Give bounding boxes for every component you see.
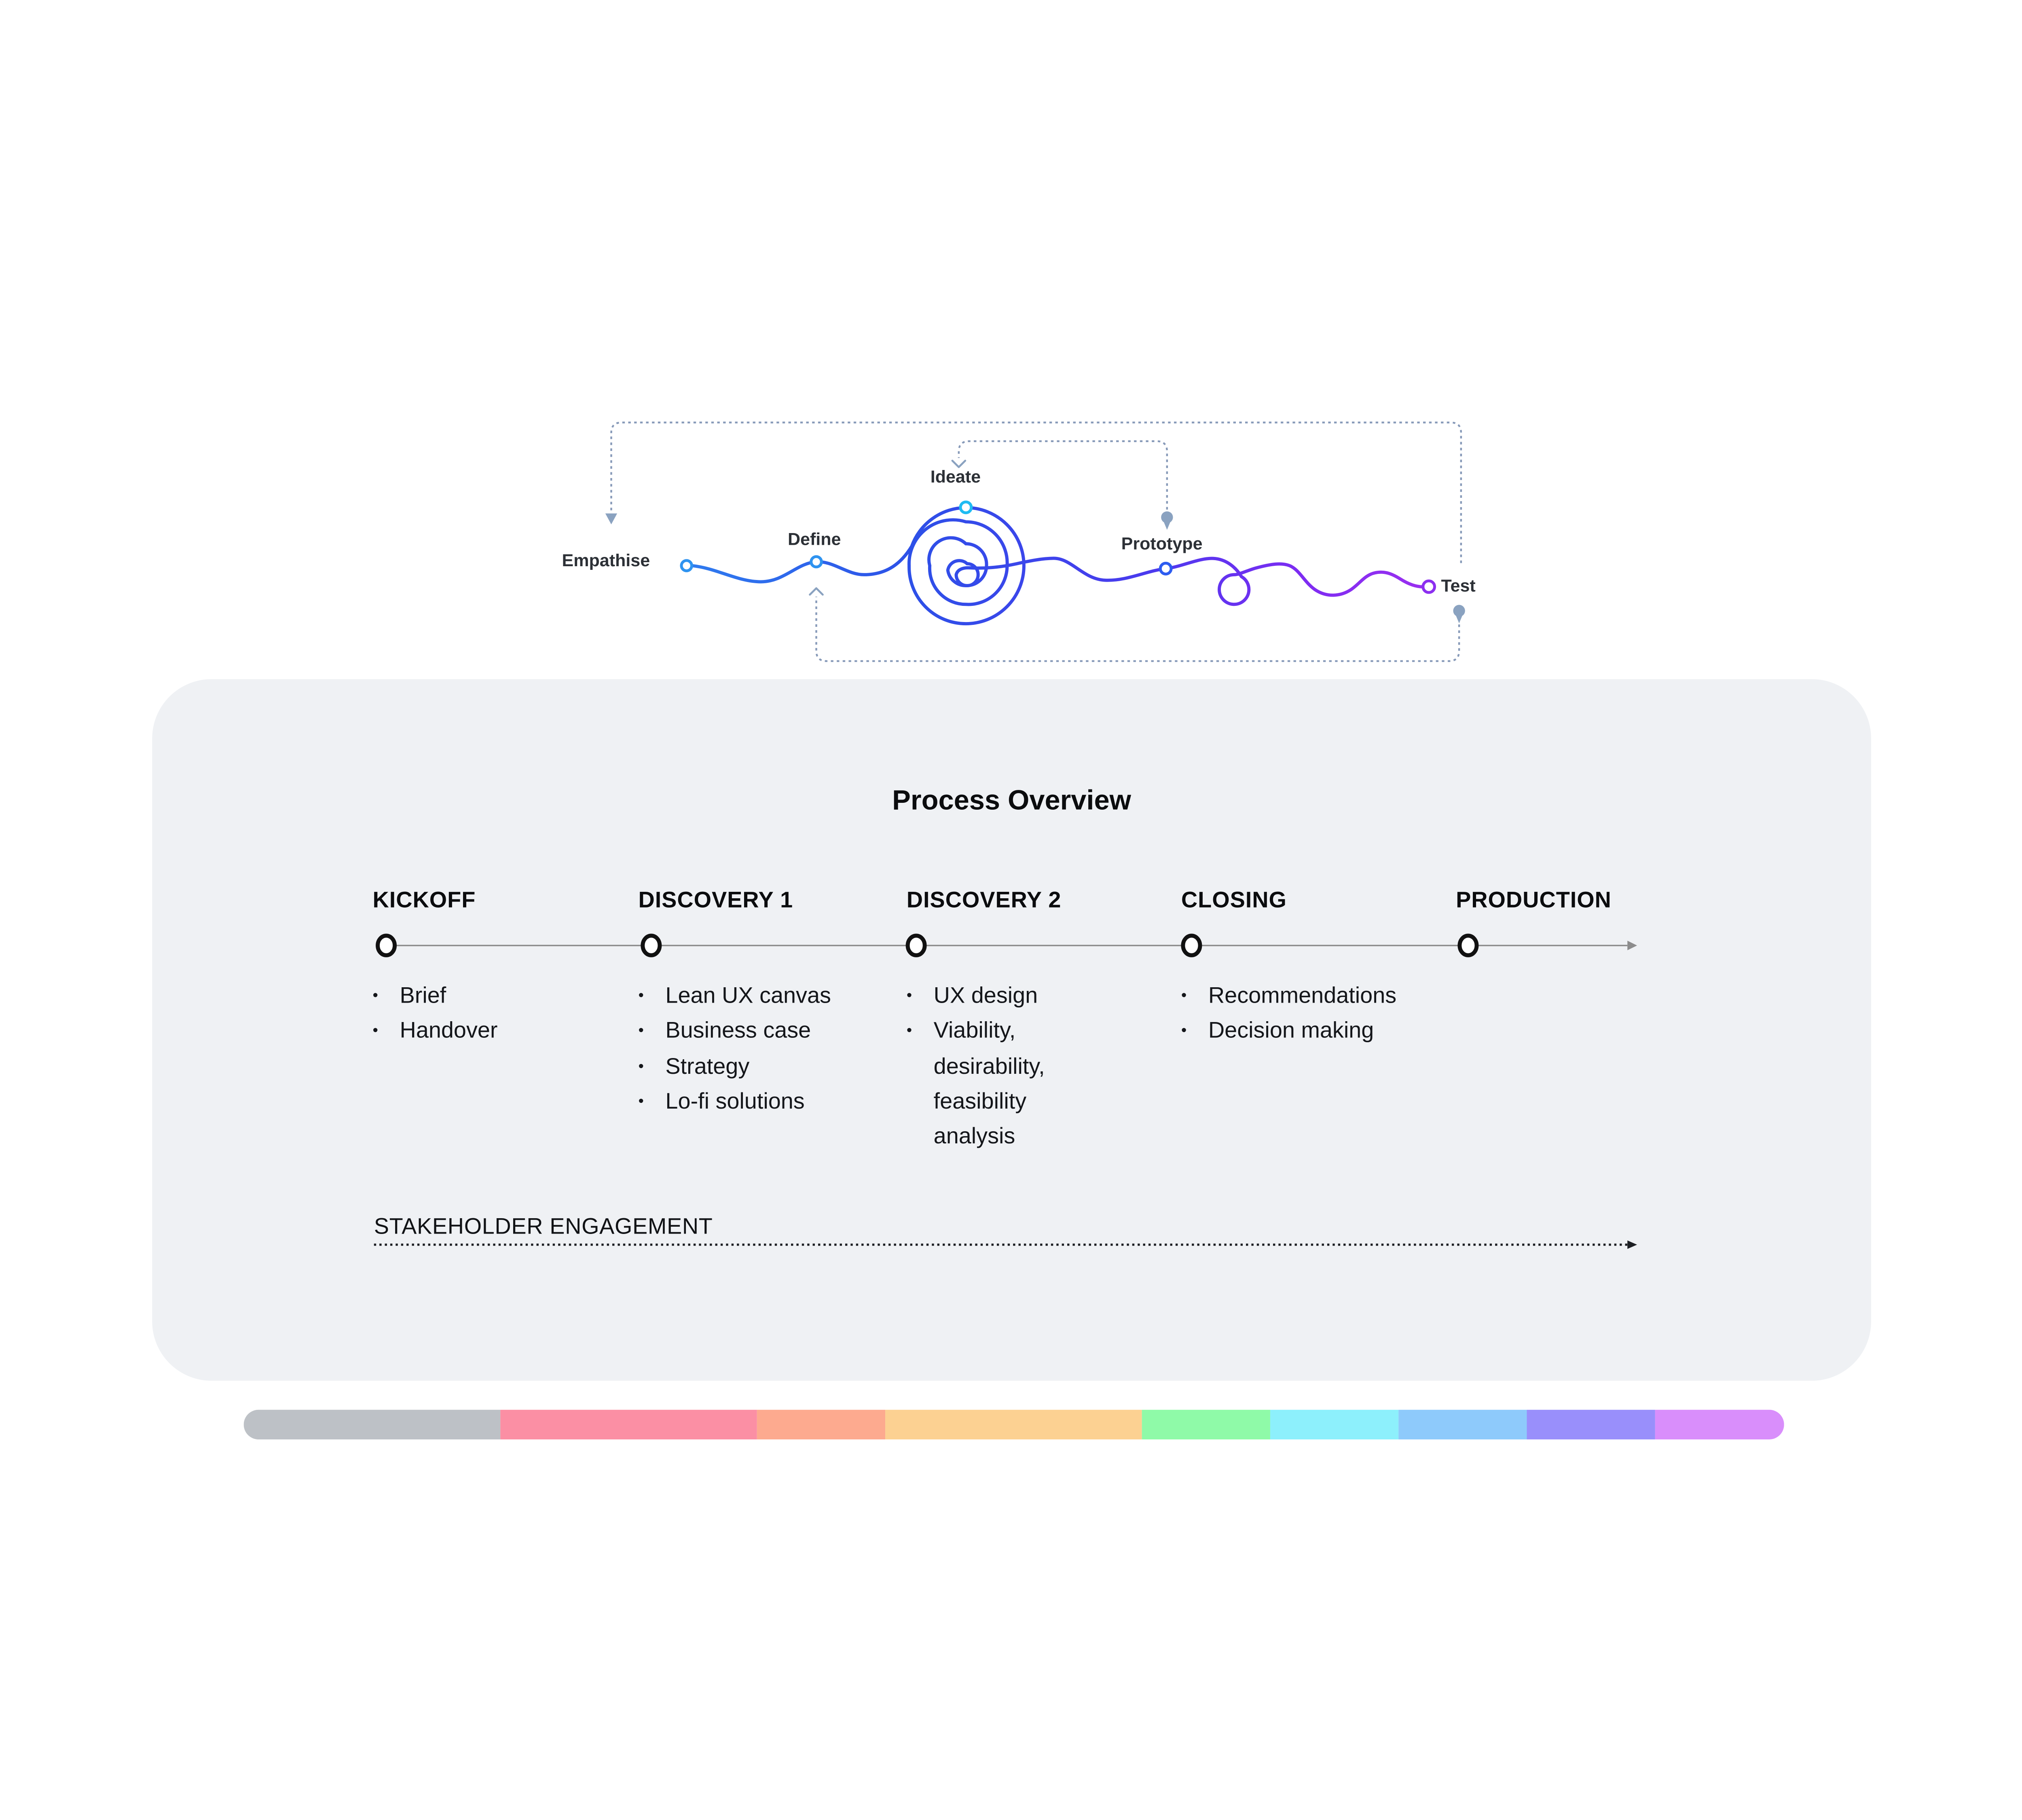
list-item: •Business case bbox=[638, 1017, 811, 1043]
ring-ideate bbox=[959, 500, 973, 514]
list-item: •Decision making bbox=[1181, 1017, 1374, 1043]
stage-rings bbox=[680, 500, 1436, 594]
timeline-node-kickoff bbox=[376, 933, 397, 957]
label-test: Test bbox=[1441, 576, 1475, 595]
list-item: •Lo-fi solutions bbox=[638, 1088, 805, 1114]
dot-test bbox=[1453, 605, 1465, 617]
label-ideate: Ideate bbox=[931, 467, 981, 487]
timeline-node-discovery2 bbox=[905, 933, 927, 957]
timeline-node-production bbox=[1457, 933, 1479, 957]
arrow-down-ideate bbox=[951, 459, 967, 468]
palette-bar bbox=[243, 1409, 1784, 1439]
timeline-node-closing bbox=[1181, 933, 1202, 957]
phase-header-closing: CLOSING bbox=[1181, 887, 1287, 913]
ring-empathise bbox=[680, 559, 693, 572]
list-item: •Viability, desirability, feasibility an… bbox=[906, 1017, 1045, 1149]
timeline bbox=[376, 933, 1637, 957]
list-item: •Strategy bbox=[638, 1052, 750, 1079]
loop-endpoints bbox=[605, 511, 1465, 624]
card-title: Process Overview bbox=[892, 785, 1131, 816]
ring-test bbox=[1421, 579, 1436, 594]
phase-items-kickoff: •Brief •Handover bbox=[373, 978, 498, 1049]
ring-prototype bbox=[1159, 562, 1173, 576]
process-overview-card bbox=[152, 679, 1871, 1381]
phase-items-closing: •Recommendations •Decision making bbox=[1181, 978, 1396, 1049]
phase-items-discovery1: •Lean UX canvas •Business case •Strategy… bbox=[638, 978, 831, 1119]
phase-items-discovery2: •UX design •Viability, desirability, fea… bbox=[907, 978, 1068, 1154]
ring-define bbox=[810, 555, 823, 569]
timeline-arrow bbox=[1627, 940, 1637, 950]
stage-labels: Empathise Define Ideate Prototype Test bbox=[562, 467, 1476, 595]
list-item: •Handover bbox=[372, 1017, 498, 1043]
squiggle-line bbox=[690, 506, 1425, 626]
label-empathise: Empathise bbox=[562, 551, 650, 570]
list-item: •Lean UX canvas bbox=[638, 982, 831, 1008]
stakeholder-engagement-label: STAKEHOLDER ENGAGEMENT bbox=[374, 1213, 713, 1239]
loop-chevrons bbox=[809, 459, 967, 596]
label-define: Define bbox=[788, 530, 841, 549]
phase-header-production: PRODUCTION bbox=[1456, 887, 1612, 913]
label-prototype: Prototype bbox=[1121, 534, 1203, 554]
loop-prototype-to-ideate bbox=[958, 440, 1168, 510]
arrow-up-define bbox=[809, 587, 824, 596]
arrow-down-empathise bbox=[605, 513, 618, 525]
timeline-node-discovery1 bbox=[641, 933, 662, 957]
list-item: •Brief bbox=[372, 982, 446, 1008]
phase-header-discovery1: DISCOVERY 1 bbox=[638, 887, 793, 913]
stakeholder-arrow bbox=[374, 1240, 1637, 1249]
phase-header-kickoff: KICKOFF bbox=[372, 887, 476, 913]
loop-test-to-define bbox=[815, 597, 1460, 662]
feedback-loops bbox=[610, 421, 1462, 662]
dot-prototype bbox=[1161, 511, 1173, 523]
list-item: •UX design bbox=[906, 982, 1038, 1008]
list-item: •Recommendations bbox=[1181, 982, 1397, 1008]
phase-header-discovery2: DISCOVERY 2 bbox=[906, 887, 1062, 913]
